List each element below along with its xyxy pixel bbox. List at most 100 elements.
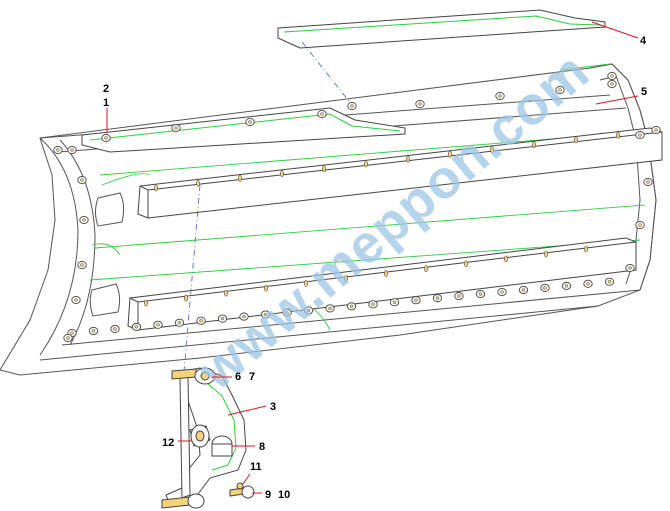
upper-rail-hole (532, 141, 536, 149)
lower-rail-hole (144, 299, 148, 307)
callout-4: 4 (640, 35, 647, 47)
edge-bolt (303, 306, 314, 315)
edge-bolt (432, 294, 443, 303)
left-end-bolt (67, 145, 77, 155)
plate-bolt (347, 101, 357, 111)
edge-bolt (604, 277, 615, 286)
upper-rail-hole (322, 165, 326, 173)
right-end-plate (589, 63, 657, 291)
bracket-bolt-top (171, 367, 216, 385)
top-flange-bolt (317, 109, 327, 119)
pin-12 (189, 424, 211, 448)
top-flange-bolt (415, 99, 425, 109)
rail-hole-group (144, 131, 620, 307)
callout-9: 9 (265, 489, 271, 501)
top-plate-detached (277, 9, 606, 49)
left-window-upper (95, 192, 125, 227)
cutting-edge (39, 289, 641, 361)
edge-bolt (260, 310, 271, 319)
lower-rail-hole (344, 275, 348, 282)
assembly-centerlines (183, 41, 353, 373)
edge-bolt (196, 316, 206, 325)
leader-11 (242, 473, 251, 485)
lower-rail-hole (224, 289, 228, 297)
right-end-bolt (607, 71, 617, 81)
lower-rail-hole (504, 255, 508, 263)
edge-bolt (174, 318, 185, 327)
lower-rail-hole (424, 265, 428, 273)
callout-8: 8 (259, 441, 265, 453)
upper-rail-hole (196, 179, 200, 187)
callout-6: 6 (235, 371, 241, 383)
edge-bolt (540, 283, 550, 292)
bracket-bolt-bottom (161, 493, 205, 509)
callout-12: 12 (162, 437, 174, 449)
edge-bolt (88, 326, 99, 336)
upper-rail-hole (616, 131, 620, 139)
edge-bolt (239, 312, 249, 321)
upper-rail-hole (448, 151, 452, 158)
lower-rail-hole (264, 284, 268, 292)
lower-rail-hole (184, 294, 188, 302)
left-window-lower (89, 283, 121, 317)
edge-bolt (475, 289, 486, 299)
right-end-bolt (651, 125, 661, 135)
lower-rail-hole (304, 280, 308, 287)
leader-lines (106, 21, 639, 494)
upper-rail (137, 127, 663, 219)
edge-bolt (454, 292, 464, 301)
edge-bolt (368, 300, 378, 309)
top-flange-bolt (53, 145, 63, 155)
bolt-stud-top (171, 368, 197, 380)
left-end-bolt (71, 295, 81, 305)
plate-bolt (101, 133, 111, 143)
callout-5: 5 (641, 86, 647, 98)
callout-10: 10 (278, 489, 290, 501)
edge-bolt (518, 285, 529, 295)
edge-bolt (325, 304, 335, 313)
lower-rail-hole (584, 245, 588, 253)
upper-rail-hole (238, 175, 242, 182)
lower-rail-hole (464, 260, 468, 268)
upper-rail-hole (490, 146, 494, 153)
top-plate-left (81, 107, 406, 153)
callout-7: 7 (249, 371, 255, 383)
edge-bolt (131, 322, 142, 331)
callout-labels: 2 1 4 5 3 6 7 12 8 11 9 10 (103, 35, 647, 501)
moldboard-left-curve-inner (59, 139, 96, 346)
lower-rail-hole (384, 270, 388, 277)
top-flange-bolt (171, 123, 181, 133)
bracket-inner-edge (205, 381, 237, 471)
edge-bolt (561, 281, 572, 290)
edge-bolt (497, 287, 507, 297)
upper-rail-hole (280, 170, 284, 177)
top-flange-bolt (607, 79, 617, 89)
left-end-bolt (77, 260, 87, 270)
upper-rail-hole (154, 184, 158, 192)
callout-1: 1 (103, 97, 109, 109)
bushing-8 (211, 435, 233, 457)
moldboard-left-curve (39, 137, 79, 356)
edge-bolt (389, 298, 400, 307)
left-end-bolt (79, 215, 89, 225)
top-flange-bolt (555, 85, 565, 95)
right-end-bolt (643, 177, 653, 187)
upper-rail-hole (364, 160, 368, 168)
edge-bolt (282, 308, 292, 317)
edge-bolt (153, 320, 163, 329)
lower-rail-hole (544, 250, 548, 258)
leader-4 (591, 21, 639, 39)
watermark-text: www.meppon.com (186, 41, 600, 402)
leader-5 (595, 95, 639, 105)
bolt-row-group (53, 71, 661, 343)
edge-bolt (346, 302, 357, 311)
right-end-bolt (635, 130, 645, 140)
edge-bolt (411, 296, 421, 305)
lower-rail (127, 237, 637, 331)
top-flange-bolt (245, 117, 255, 127)
right-end-bolt (625, 263, 635, 273)
left-end-bolt (63, 333, 73, 343)
callout-11: 11 (250, 461, 262, 473)
